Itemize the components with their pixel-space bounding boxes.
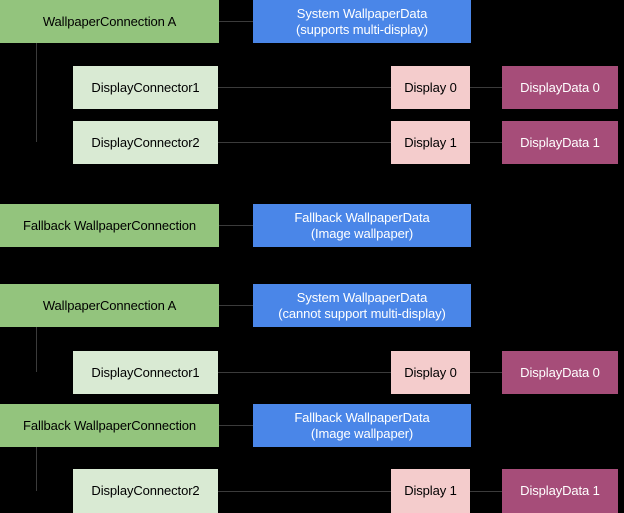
diagram-node-label: Fallback WallpaperData (Image wallpaper) [294, 410, 430, 441]
diagram-node: DisplayConnector1 [73, 351, 218, 394]
diagram-edge [36, 327, 37, 372]
diagram-node: Fallback WallpaperData (Image wallpaper) [253, 204, 471, 247]
diagram-edge [218, 142, 391, 143]
diagram-edge [218, 372, 391, 373]
diagram-edge [36, 43, 37, 142]
diagram-node-label: Fallback WallpaperConnection [22, 217, 197, 233]
diagram-node-label: DisplayConnector1 [91, 364, 200, 380]
diagram-node: DisplayData 0 [502, 351, 618, 394]
diagram-node-label: WallpaperConnection A [42, 13, 177, 29]
diagram-node: DisplayConnector2 [73, 121, 218, 164]
diagram-node: DisplayConnector2 [73, 469, 218, 513]
diagram-node: DisplayData 1 [502, 469, 618, 513]
diagram-node-label: DisplayData 1 [520, 483, 600, 499]
diagram-edge [219, 305, 253, 306]
diagram-edge [218, 491, 391, 492]
diagram-node: Display 0 [391, 66, 470, 109]
diagram-node: DisplayData 1 [502, 121, 618, 164]
diagram-node: System WallpaperData (cannot support mul… [253, 284, 471, 327]
diagram-node-label: DisplayData 0 [520, 79, 600, 95]
diagram-edge [219, 425, 253, 426]
diagram-node-label: Display 0 [404, 79, 457, 95]
diagram-node: DisplayConnector1 [73, 66, 218, 109]
diagram-node-label: System WallpaperData (supports multi-dis… [296, 6, 428, 37]
diagram-node-label: WallpaperConnection A [42, 297, 177, 313]
diagram-node: WallpaperConnection A [0, 0, 219, 43]
diagram-edge [36, 447, 37, 491]
diagram-node-label: Fallback WallpaperConnection [22, 417, 197, 433]
diagram-node-label: DisplayData 1 [520, 134, 600, 150]
diagram-node-label: DisplayConnector1 [91, 79, 200, 95]
diagram-edge [219, 21, 253, 22]
diagram-node: WallpaperConnection A [0, 284, 219, 327]
diagram-node-label: DisplayData 0 [520, 364, 600, 380]
diagram-node: Fallback WallpaperConnection [0, 404, 219, 447]
diagram-node-label: Display 1 [404, 134, 457, 150]
diagram-edge [218, 87, 391, 88]
diagram-edge [470, 87, 502, 88]
diagram-node-label: DisplayConnector2 [91, 134, 200, 150]
diagram-node: Display 0 [391, 351, 470, 394]
diagram-node-label: DisplayConnector2 [91, 483, 200, 499]
diagram-edge [470, 372, 502, 373]
diagram-edge [219, 225, 253, 226]
diagram-node-label: Fallback WallpaperData (Image wallpaper) [294, 210, 430, 241]
diagram-node: DisplayData 0 [502, 66, 618, 109]
diagram-node-label: Display 1 [404, 483, 457, 499]
diagram-node: Display 1 [391, 469, 470, 513]
diagram-node: Fallback WallpaperData (Image wallpaper) [253, 404, 471, 447]
diagram-node-label: System WallpaperData (cannot support mul… [278, 290, 446, 321]
diagram-node: Fallback WallpaperConnection [0, 204, 219, 247]
diagram-node-label: Display 0 [404, 364, 457, 380]
diagram-node: Display 1 [391, 121, 470, 164]
diagram-node: System WallpaperData (supports multi-dis… [253, 0, 471, 43]
diagram-edge [470, 142, 502, 143]
diagram-edge [470, 491, 502, 492]
